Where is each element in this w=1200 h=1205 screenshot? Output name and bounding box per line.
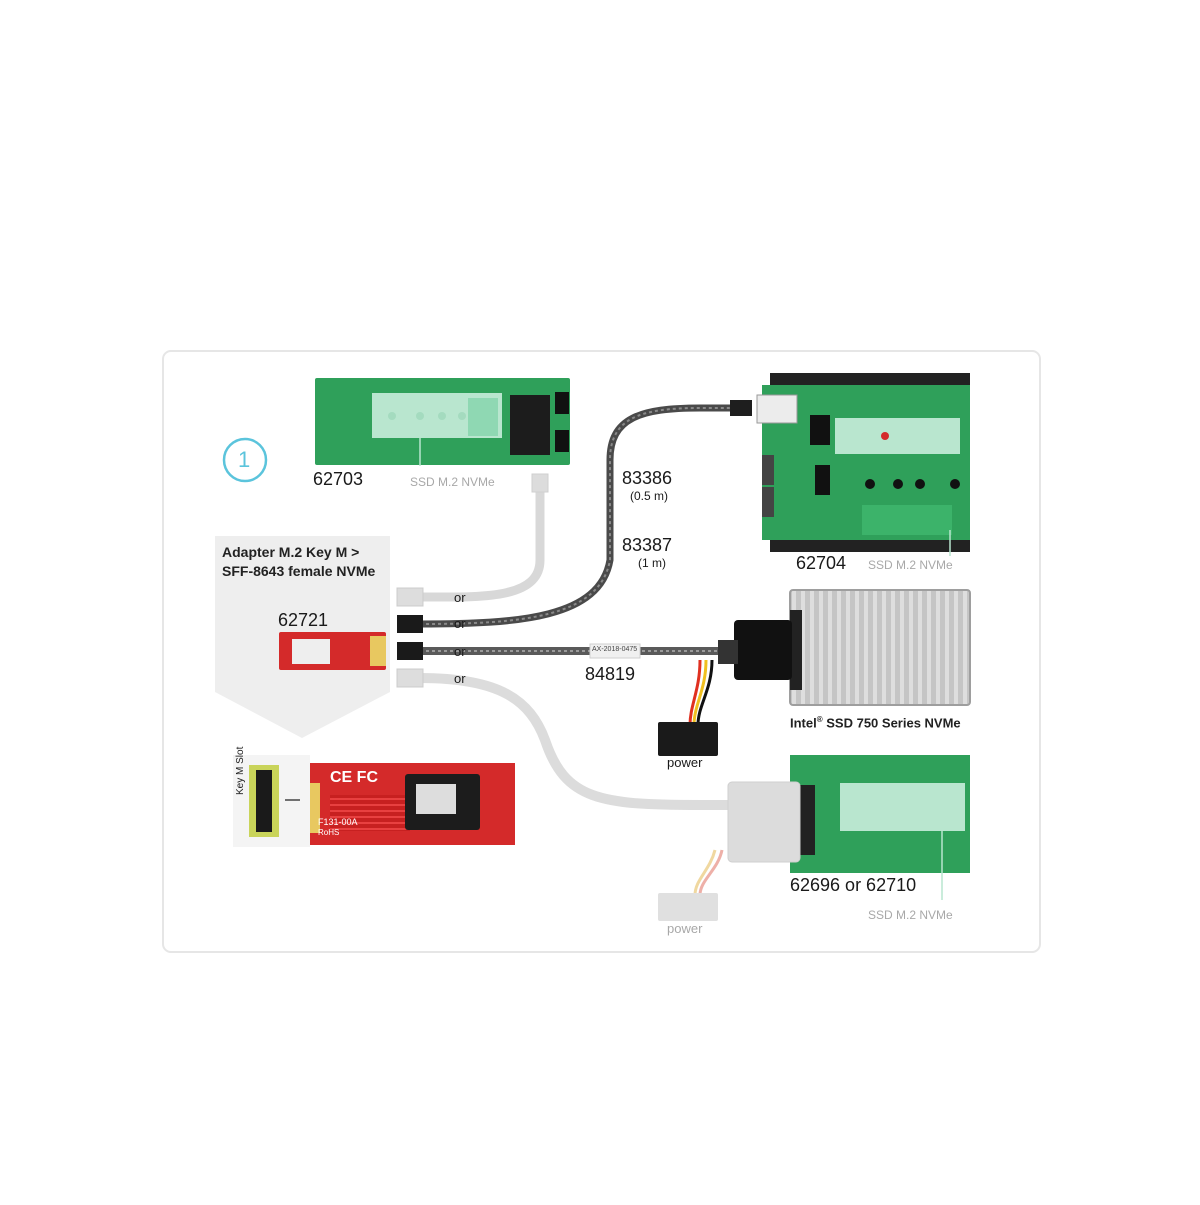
intel-ssd-750	[789, 589, 971, 706]
label-62703: 62703	[313, 469, 364, 489]
or-label-4: or	[454, 671, 466, 686]
label-62704: 62704	[796, 553, 847, 573]
label-62703-ssd: SSD M.2 NVMe	[410, 475, 495, 489]
power-label-1: power	[667, 755, 703, 770]
cable-83386-83387	[419, 404, 735, 628]
power-label-2: power	[667, 921, 703, 936]
board-62703	[315, 378, 570, 466]
ce-fc-text: CE FC	[330, 769, 378, 786]
label-83387-length: (1 m)	[638, 556, 666, 570]
board-62704	[756, 373, 970, 556]
intel-ssd-label: Intel® SSD 750 Series NVMe	[790, 715, 961, 731]
step-number-circle	[222, 437, 268, 483]
label-83386: 83386	[622, 468, 673, 488]
or-label-2: or	[454, 616, 466, 631]
connector-84819	[658, 620, 792, 756]
or-label-3: or	[454, 644, 466, 659]
rohs-text: RoHS	[318, 828, 340, 837]
intel-name: SSD 750 Series NVMe	[822, 715, 961, 731]
key-m-slot-text: Key M Slot	[235, 746, 246, 795]
adapter-caption-line2: SFF-8643 female NVMe	[222, 563, 376, 579]
or-label-1: or	[454, 590, 466, 605]
cable-to-62703-light	[415, 483, 545, 602]
label-62696-ssd: SSD M.2 NVMe	[868, 908, 953, 922]
label-62704-ssd: SSD M.2 NVMe	[868, 558, 953, 572]
label-83386-length: (0.5 m)	[630, 489, 669, 503]
m2-slot-photo	[233, 755, 310, 847]
cable-to-62696-light	[419, 673, 740, 810]
cable-84819-label-band	[589, 643, 641, 659]
connector-83386-end	[730, 400, 752, 416]
label-83387: 83387	[622, 535, 673, 555]
board-62696	[658, 755, 970, 921]
connector-62703	[531, 473, 549, 493]
label-62721: 62721	[278, 610, 329, 630]
adapter-62721	[279, 632, 386, 670]
label-84819: 84819	[585, 664, 636, 684]
adapter-caption-line1: Adapter M.2 Key M >	[222, 544, 360, 560]
label-62696: 62696 or 62710	[790, 875, 917, 895]
cable-print-text: AX-2018-0475	[592, 646, 638, 653]
model-text: F131-00A	[318, 817, 358, 827]
red-adapter-photo	[310, 763, 515, 845]
intel-brand: Intel	[790, 715, 817, 731]
step-number: 1	[238, 447, 251, 472]
cable-plugs	[396, 587, 424, 688]
intel-reg: ®	[816, 715, 823, 724]
